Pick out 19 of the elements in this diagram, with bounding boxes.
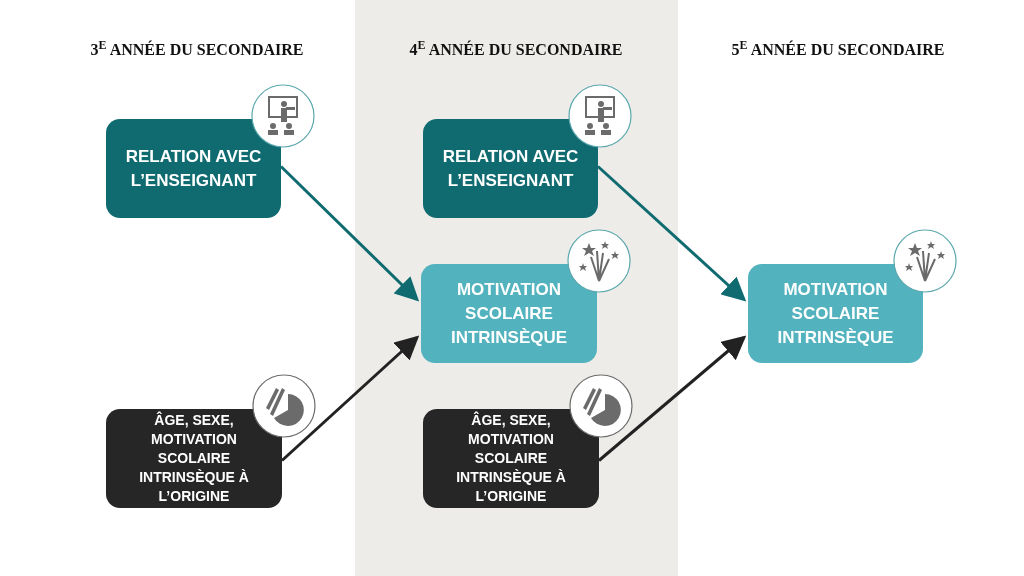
factor-box [106,119,281,218]
factor-box [106,409,282,508]
column-heading: 3$^{E}$ ANNÉE DU SECONDAIRE [90,38,304,60]
arrow [598,335,747,462]
factor-box [423,409,599,508]
arrow [281,335,420,462]
box-label: MOTIVATION SCOLAIRE INTRINSÈQUE [449,278,569,349]
box-label: RELATION AVEC L’ENSEIGNANT [124,145,263,192]
factor-box [748,264,923,363]
box-label: RELATION AVEC L’ENSEIGNANT [441,145,580,192]
factor-box [421,264,597,363]
factor-box [423,119,598,218]
box-label: ÂGE, SEXE, MOTIVATION SCOLAIRE INTRINSÈQUE À L’ORIGINE [138,411,250,506]
box-label: MOTIVATION SCOLAIRE INTRINSÈQUE [776,278,895,349]
arrow [597,165,747,302]
column-heading: 4$^{E}$ ANNÉE DU SECONDAIRE [409,38,623,60]
arrow [279,165,420,302]
column-heading: 5$^{E}$ ANNÉE DU SECONDAIRE [731,38,945,60]
box-label: ÂGE, SEXE, MOTIVATION SCOLAIRE INTRINSÈQUE À L’ORIGINE [455,411,567,506]
